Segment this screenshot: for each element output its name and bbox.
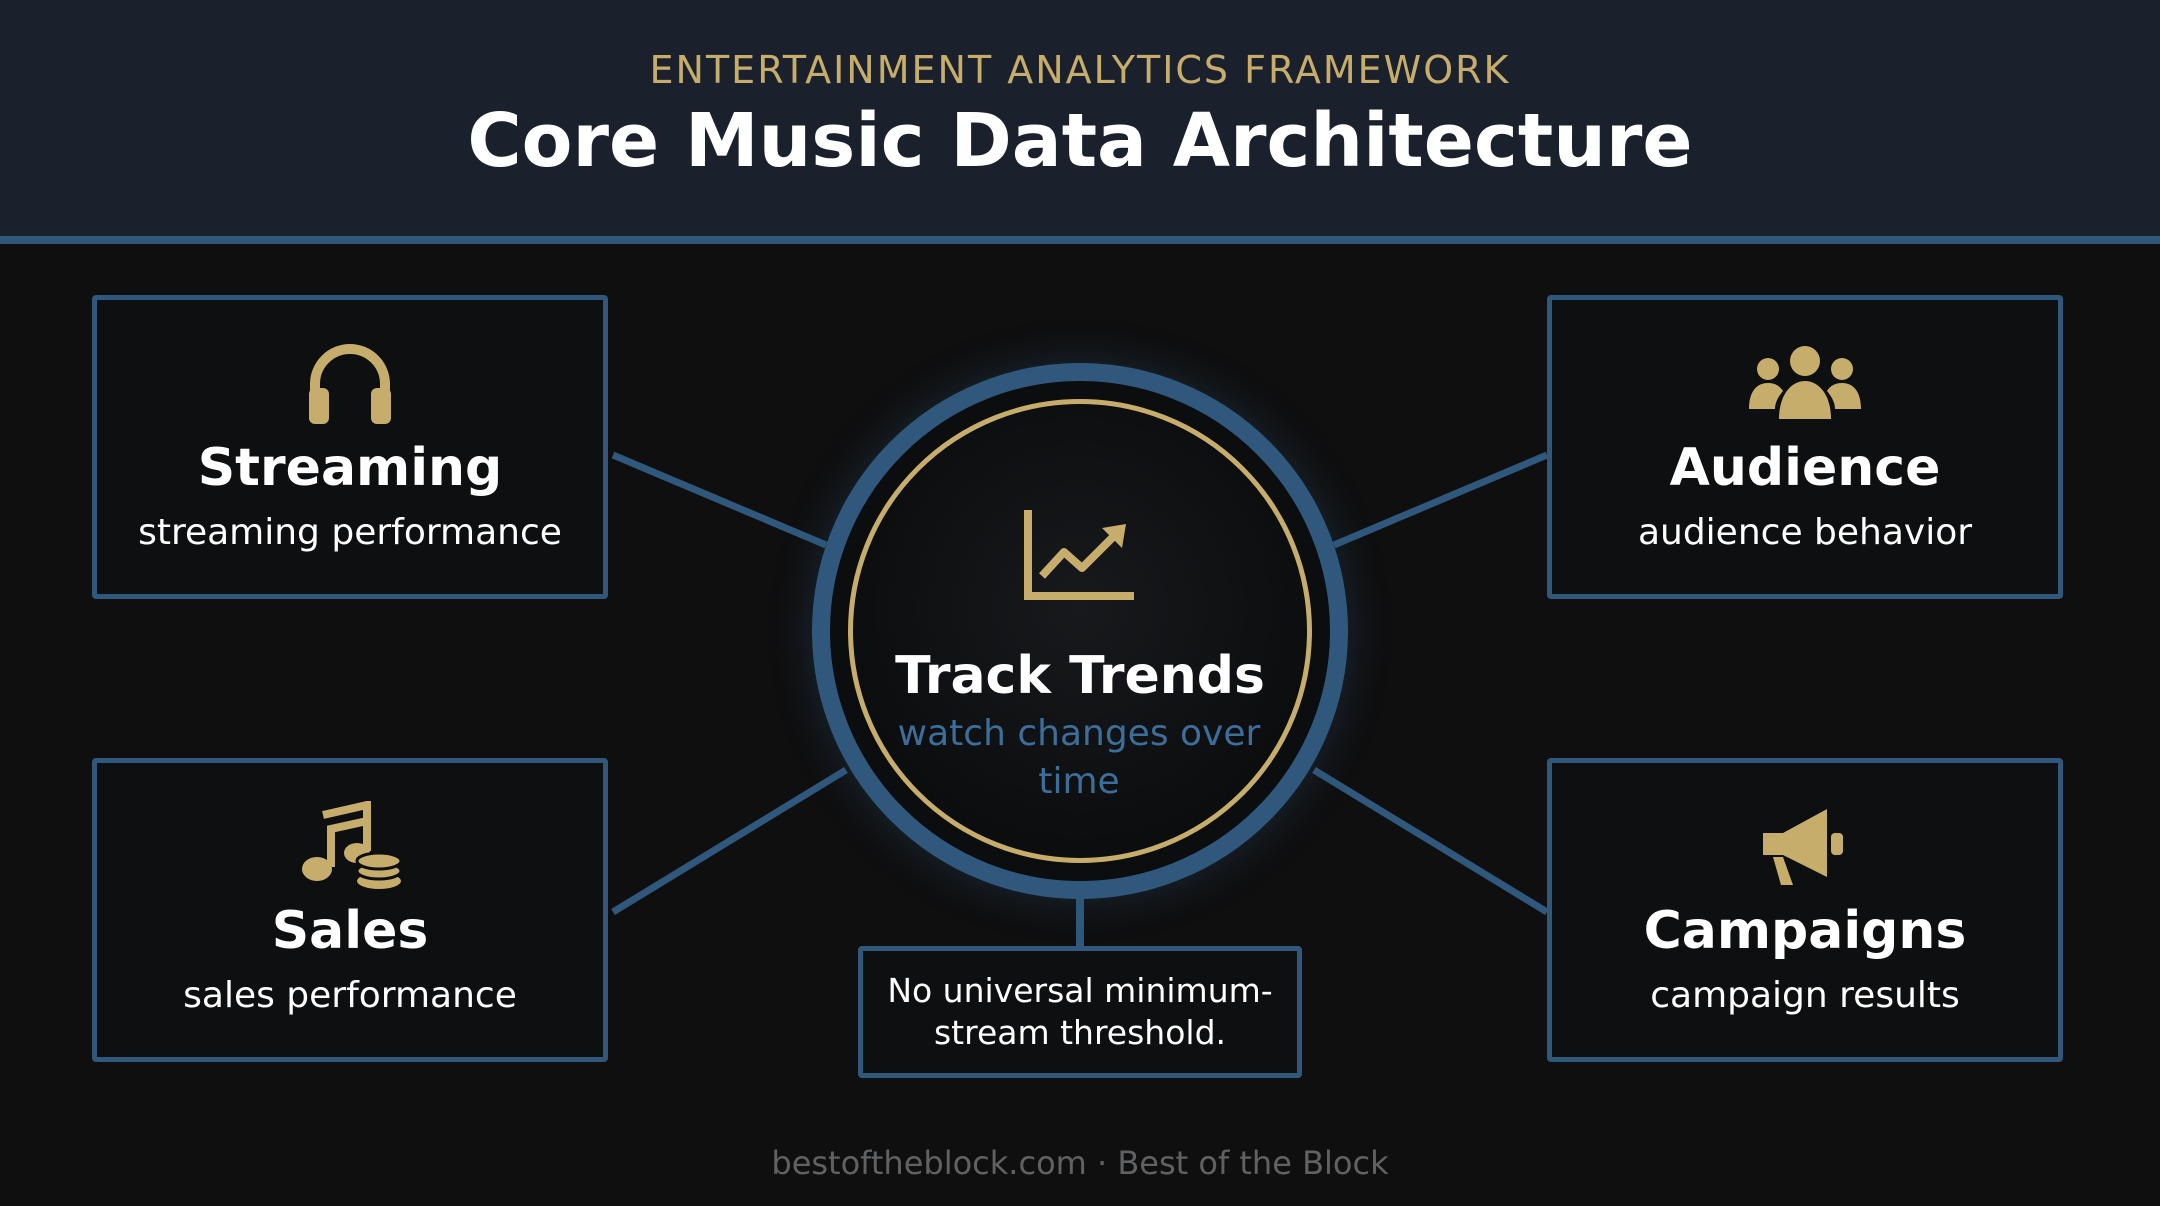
card-streaming: Streaming streaming performance <box>92 295 608 599</box>
connector-sales <box>611 767 848 915</box>
card-sales: Sales sales performance <box>92 758 608 1062</box>
connector-streaming <box>611 451 828 549</box>
threshold-note: No universal minimum-stream threshold. <box>858 946 1302 1078</box>
hub-subtitle: watch changes over time <box>897 713 1261 802</box>
header-kicker: ENTERTAINMENT ANALYTICS FRAMEWORK <box>649 48 1511 92</box>
page-title: Core Music Data Architecture <box>467 98 1693 184</box>
card-title: Audience <box>1669 438 1941 498</box>
card-subtitle: campaign results <box>1650 975 1960 1016</box>
footer-credit: bestoftheblock.com · Best of the Block <box>771 1144 1389 1182</box>
connector-campaigns <box>1312 767 1549 915</box>
headphones-icon <box>97 338 603 428</box>
hub-title: Track Trends <box>895 646 1265 706</box>
users-group-icon <box>1552 338 2058 428</box>
card-title: Campaigns <box>1643 901 1967 961</box>
hub-inner-ring: Track Trends watch changes over time <box>848 399 1312 863</box>
card-subtitle: streaming performance <box>138 512 562 553</box>
hub-circle: Track Trends watch changes over time <box>812 363 1348 899</box>
card-subtitle: sales performance <box>183 975 517 1016</box>
card-audience: Audience audience behavior <box>1547 295 2063 599</box>
card-subtitle: audience behavior <box>1637 512 1973 553</box>
card-title: Streaming <box>197 438 503 498</box>
header-band: ENTERTAINMENT ANALYTICS FRAMEWORK Core M… <box>0 0 2160 244</box>
card-title: Sales <box>271 901 429 961</box>
trend-chart-icon <box>853 506 1307 602</box>
connector-audience <box>1332 451 1549 549</box>
card-campaigns: Campaigns campaign results <box>1547 758 2063 1062</box>
music-note-coins-icon <box>97 801 603 891</box>
megaphone-icon <box>1552 801 2058 891</box>
